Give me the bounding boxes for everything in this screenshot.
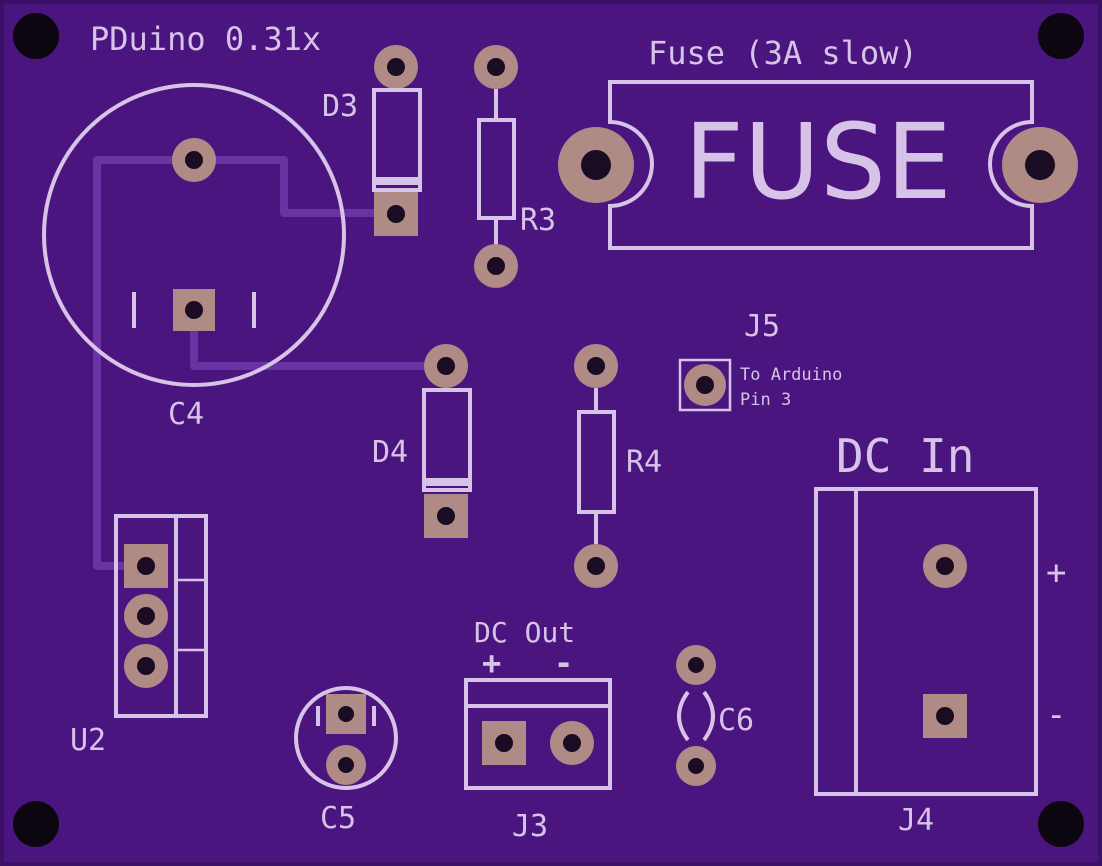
d3-label: D3 [322, 89, 358, 124]
j4-drill-plus [936, 557, 954, 575]
u2-label: U2 [70, 723, 106, 758]
j3-label: J3 [512, 809, 548, 844]
d4-diode: D4 [372, 344, 472, 538]
c4-capacitor: C4 [42, 83, 346, 432]
c5-outline [294, 686, 398, 790]
c6-outline-right [702, 690, 715, 742]
board-title: PDuino 0.31x [90, 20, 321, 58]
j3-drill-2 [563, 734, 581, 752]
mount-hole-bottom-right [1038, 801, 1084, 847]
j4-outline [814, 487, 1038, 796]
c6-capacitor: C6 [676, 645, 754, 786]
j5-outline [678, 358, 732, 412]
r3-drill-1 [487, 58, 505, 76]
j3-minus-sign: - [554, 644, 573, 682]
r4-resistor: R4 [574, 344, 662, 588]
c4-outline [42, 83, 346, 387]
j5-label: J5 [744, 309, 780, 344]
j4-dc-in-jack: DC In + - J4 [814, 429, 1066, 838]
dc-in-label: DC In [836, 429, 974, 483]
r3-label: R3 [520, 203, 556, 238]
c5-drill-1 [338, 706, 354, 722]
c4-drill-1 [185, 151, 203, 169]
c5-capacitor: C5 [294, 686, 398, 836]
j5-note-line-1: To Arduino [740, 365, 842, 385]
j5-note-line-2: Pin 3 [740, 390, 791, 410]
c5-drill-2 [338, 757, 354, 773]
mounting-holes [13, 13, 1084, 847]
c6-drill-2 [688, 758, 704, 774]
fuse-outline [608, 80, 1034, 250]
j3-dc-out-terminal: DC Out + - J3 [464, 616, 612, 844]
trace-c4-to-d3 [93, 156, 198, 570]
r3-drill-2 [487, 257, 505, 275]
j4-label: J4 [898, 803, 934, 838]
dc-out-label: DC Out [474, 616, 575, 649]
u2-drill-2 [137, 607, 155, 625]
j3-drill-1 [495, 734, 513, 752]
mount-hole-bottom-left [13, 801, 59, 847]
c5-label: C5 [320, 801, 356, 836]
r4-label: R4 [626, 445, 662, 480]
c6-label: C6 [718, 703, 754, 738]
c4-drill-2 [185, 301, 203, 319]
j4-drill-minus [936, 707, 954, 725]
d4-drill-1 [437, 357, 455, 375]
d3-diode: D3 [322, 45, 422, 236]
mount-hole-top-left [13, 13, 59, 59]
c6-drill-1 [688, 657, 704, 673]
fuse-caption: Fuse (3A slow) [648, 34, 918, 72]
c6-outline-left [677, 690, 690, 742]
u2-outline [114, 514, 208, 718]
r4-drill-2 [587, 557, 605, 575]
d3-drill-1 [387, 58, 405, 76]
fuse-drill-right [1025, 150, 1055, 180]
j3-plus-sign: + [482, 644, 501, 682]
d4-drill-2 [437, 507, 455, 525]
j3-outline [464, 678, 612, 790]
fuse-drill-left [581, 150, 611, 180]
d4-label: D4 [372, 435, 408, 470]
u2-drill-3 [137, 657, 155, 675]
fuse-body-text: FUSE [684, 101, 952, 223]
r3-resistor: R3 [474, 45, 556, 288]
j4-minus-sign: - [1046, 695, 1066, 735]
c4-label: C4 [168, 397, 204, 432]
u2-drill-1 [137, 557, 155, 575]
d3-body [372, 88, 422, 192]
r4-drill-1 [587, 357, 605, 375]
u2-regulator: U2 [70, 514, 208, 758]
d3-drill-2 [387, 205, 405, 223]
fuse-holder: Fuse (3A slow) FUSE [558, 34, 1078, 250]
d4-body [422, 388, 472, 492]
mount-hole-top-right [1038, 13, 1084, 59]
trace-c4-top-to-d3-pad [190, 156, 400, 217]
j5-drill [696, 376, 714, 394]
j5-connector: J5 To Arduino Pin 3 [678, 309, 842, 412]
j4-plus-sign: + [1046, 553, 1066, 593]
